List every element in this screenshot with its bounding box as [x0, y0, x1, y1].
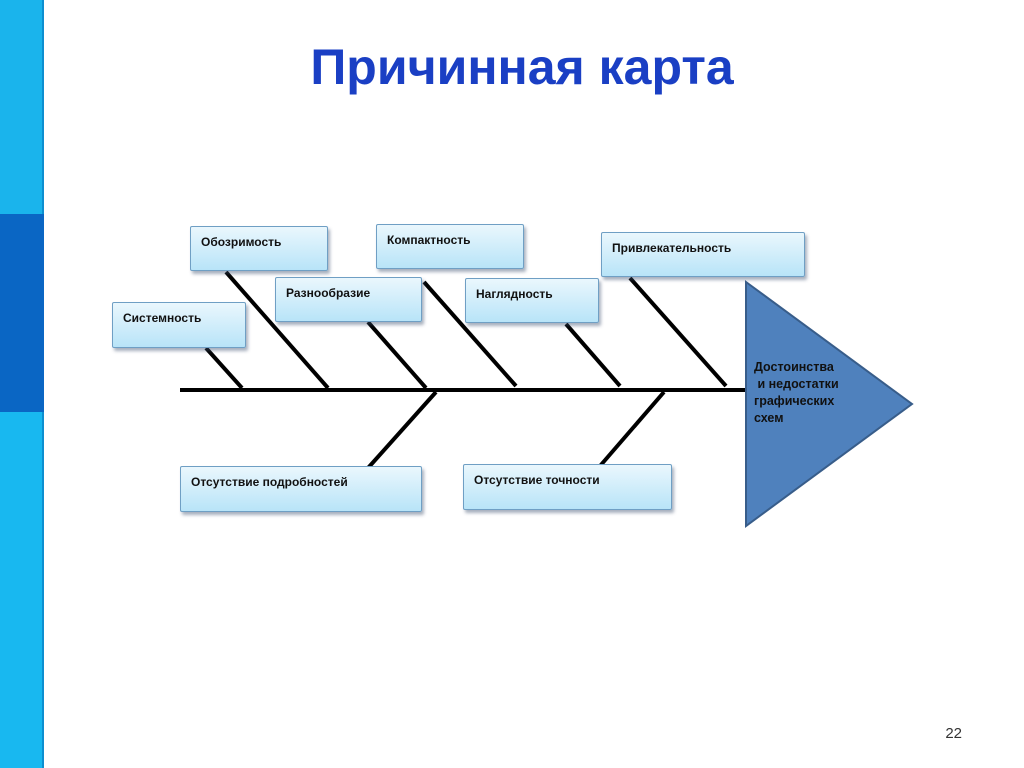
fishbone-head — [745, 280, 914, 528]
rib-naglyadnost — [564, 322, 622, 388]
cause-box-raznoobrazie: Разнообразие — [275, 277, 422, 322]
cause-box-privlekatelnost: Привлекательность — [601, 232, 805, 277]
cause-box-obozrimost: Обозримость — [190, 226, 328, 271]
sidebar-middle-segment — [0, 214, 44, 412]
rib-otsutstvie-podrobnostey — [366, 390, 438, 470]
cause-box-kompaktnost: Компактность — [376, 224, 524, 269]
cause-box-sistemnost: Системность — [112, 302, 246, 348]
rib-kompaktnost — [422, 280, 518, 388]
cause-box-naglyadnost: Наглядность — [465, 278, 599, 323]
rib-otsutstvie-tochnosti — [598, 390, 666, 468]
rib-privlekatelnost — [628, 276, 728, 388]
cause-box-otsutstvie-podrobnostey: Отсутствие подробностей — [180, 466, 422, 512]
rib-sistemnost — [204, 346, 244, 390]
sidebar-top-segment — [0, 0, 44, 214]
sidebar-bottom-segment — [0, 412, 44, 768]
rib-obozrimost — [224, 270, 330, 390]
page-number: 22 — [945, 725, 962, 742]
rib-raznoobrazie — [366, 320, 428, 390]
slide-sidebar — [0, 0, 44, 768]
fishbone-head-label: Достоинства и недостатки графических схе… — [754, 360, 839, 425]
cause-box-otsutstvie-tochnosti: Отсутствие точности — [463, 464, 672, 510]
slide-title: Причинная карта — [310, 39, 734, 95]
